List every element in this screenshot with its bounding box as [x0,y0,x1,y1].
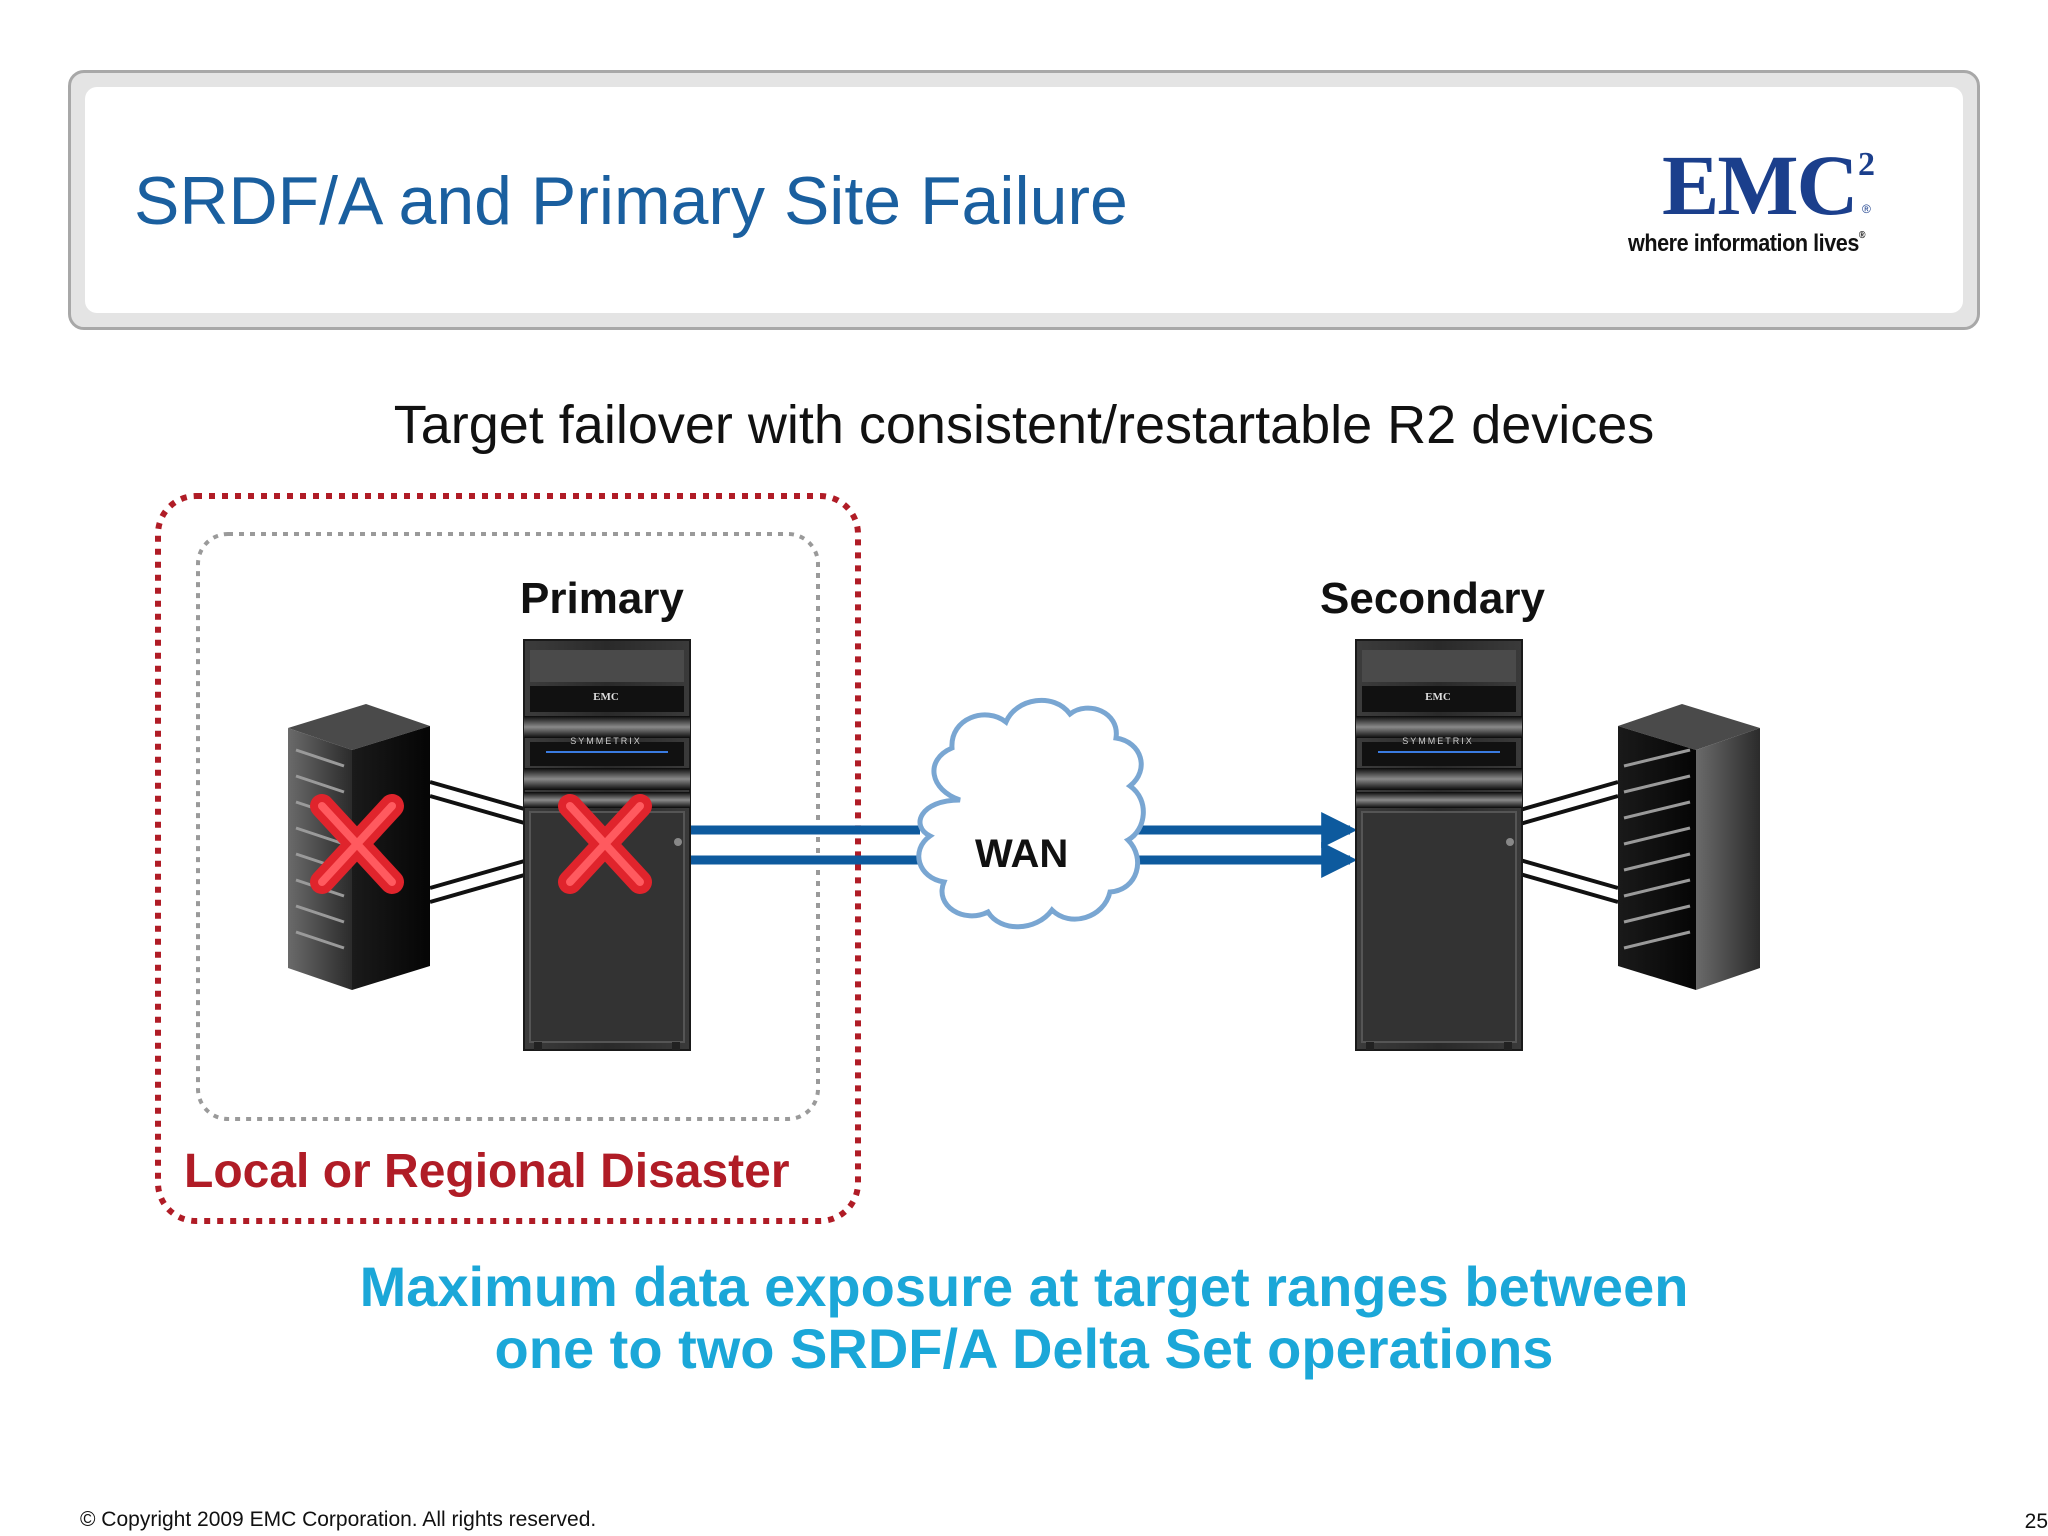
secondary-site-label: Secondary [1320,574,1545,623]
secondary-host-links [1519,780,1619,904]
logo-registered-mark: ® [1862,202,1871,216]
disaster-label: Local or Regional Disaster [184,1145,790,1198]
title-banner-inner [85,87,1963,313]
page-number: 25 [2024,1510,2048,1533]
secondary-array-brand: SYMMETRIX [1402,736,1474,746]
array-failed-x-icon [558,794,652,894]
logo-brand: EMC [1662,137,1859,233]
wan-label: WAN [975,832,1069,876]
data-exposure-note-line-1: Maximum data exposure at target ranges b… [359,1255,1689,1318]
wan-cloud-icon [916,697,1146,930]
data-exposure-note-line-2: one to two SRDF/A Delta Set operations [494,1317,1554,1380]
title-banner [68,70,1980,330]
slide-title: SRDF/A and Primary Site Failure [134,163,1128,239]
logo-superscript: 2 [1858,146,1875,183]
data-exposure-note: Maximum data exposure at target ranges b… [0,1256,2048,1380]
disaster-zone-border [155,493,861,1224]
wan-links [686,812,1358,878]
emc-logo: EMC 2 ® where information lives® [1620,140,1910,265]
slide-subtitle: Target failover with consistent/restarta… [393,395,1655,455]
primary-site-label: Primary [520,574,684,623]
secondary-array-badge: EMC [1425,691,1451,703]
primary-host-server [288,704,430,990]
secondary-host-server [1618,704,1760,990]
logo-tagline-registered: ® [1858,230,1866,241]
secondary-storage-array [1355,639,1523,1051]
logo-tagline: where information lives [1628,230,1859,257]
primary-array-badge: EMC [593,691,619,703]
host-failed-x-icon [310,794,404,894]
copyright-notice: © Copyright 2009 EMC Corporation. All ri… [80,1508,597,1531]
logo-tagline-row: where information lives® [1628,230,1866,258]
primary-array-brand: SYMMETRIX [570,736,642,746]
primary-host-links [429,780,529,904]
